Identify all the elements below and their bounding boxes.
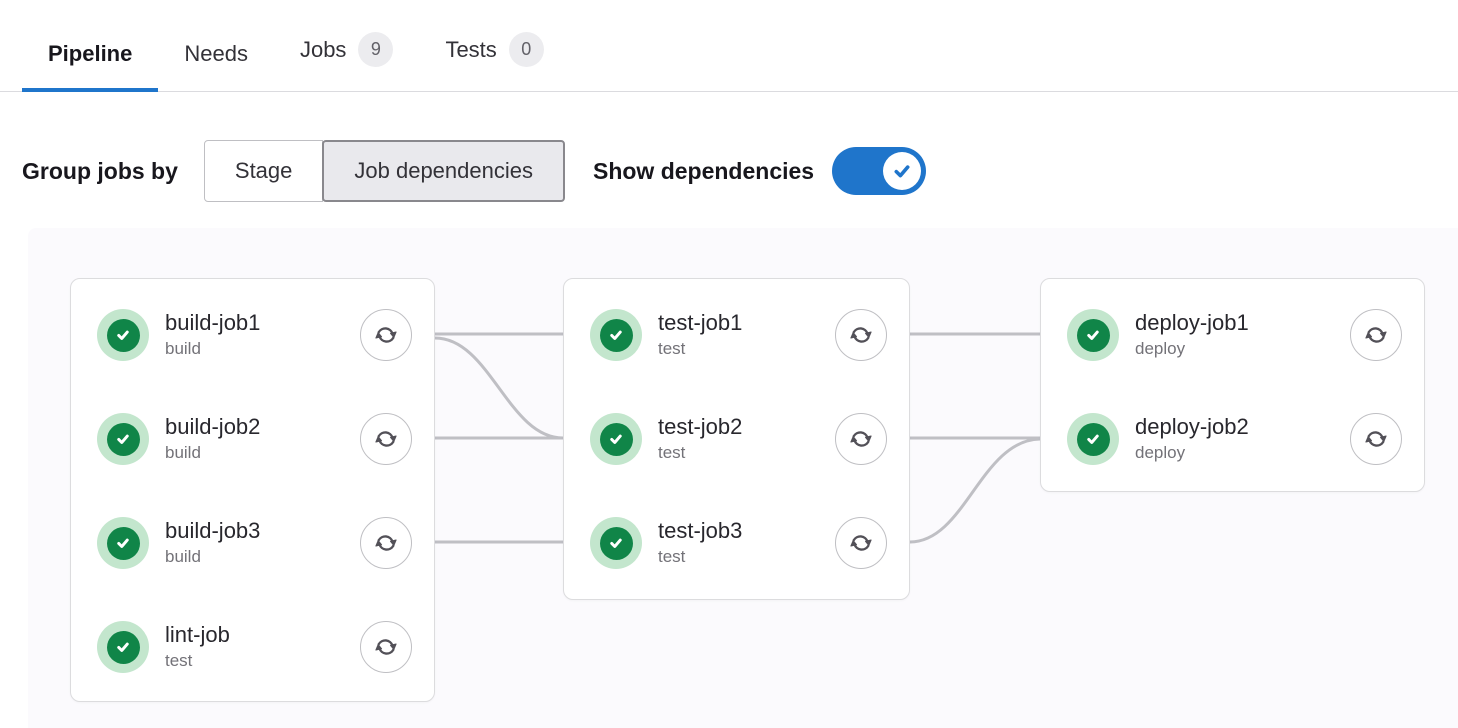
job-row-test-job3[interactable]: test-job3 test xyxy=(564,491,909,595)
status-success-icon xyxy=(97,413,149,465)
toggle-knob xyxy=(883,152,922,190)
job-stage: build xyxy=(165,547,201,566)
retry-job-button[interactable] xyxy=(360,621,412,673)
show-dependencies-label: Show dependencies xyxy=(592,157,815,184)
retry-icon xyxy=(371,320,401,350)
tests-count-badge: 0 xyxy=(508,32,544,67)
tab-jobs-label: Jobs xyxy=(299,36,347,62)
job-name: build-job3 xyxy=(165,518,261,543)
tab-pipeline-label: Pipeline xyxy=(48,41,133,66)
pipeline-tab-bar: Pipeline Needs Jobs 9 Tests 0 xyxy=(0,0,1458,92)
job-row-test-job1[interactable]: test-job1 test xyxy=(564,283,909,387)
retry-job-button[interactable] xyxy=(360,309,412,361)
job-name: deploy-job1 xyxy=(1135,310,1249,335)
edge-test-job3-deploy-job2 xyxy=(909,437,1041,544)
job-row-lint-job[interactable]: lint-job test xyxy=(71,595,434,699)
job-row-test-job2[interactable]: test-job2 test xyxy=(564,387,909,491)
group-jobs-by-label: Group jobs by xyxy=(22,157,178,184)
tab-tests[interactable]: Tests 0 xyxy=(419,32,569,91)
group-jobs-by-segmented-control: Stage Job dependencies xyxy=(203,140,565,202)
job-row-build-job3[interactable]: build-job3 build xyxy=(71,491,434,595)
job-name: build-job1 xyxy=(165,310,261,335)
job-name: test-job3 xyxy=(658,518,743,543)
group-by-job-dependencies-button[interactable]: Job dependencies xyxy=(322,140,565,202)
job-stage: test xyxy=(658,443,686,462)
retry-icon xyxy=(371,424,401,454)
job-name: deploy-job2 xyxy=(1135,414,1249,439)
job-row-build-job2[interactable]: build-job2 build xyxy=(71,387,434,491)
job-name: lint-job xyxy=(165,622,230,647)
status-success-icon xyxy=(97,517,149,569)
job-row-deploy-job2[interactable]: deploy-job2 deploy xyxy=(1041,387,1424,491)
job-group-card-build: build-job1 build build-job2 build build-… xyxy=(70,278,435,702)
job-stage: test xyxy=(658,547,686,566)
status-success-icon xyxy=(1067,309,1119,361)
status-success-icon xyxy=(1067,413,1119,465)
group-by-stage-button[interactable]: Stage xyxy=(203,140,324,202)
graph-controls: Group jobs by Stage Job dependencies Sho… xyxy=(22,140,927,202)
retry-job-button[interactable] xyxy=(360,413,412,465)
job-stage: build xyxy=(165,443,201,462)
job-stage: deploy xyxy=(1135,339,1186,358)
job-stage: test xyxy=(658,339,686,358)
retry-job-button[interactable] xyxy=(360,517,412,569)
retry-job-button[interactable] xyxy=(835,517,887,569)
show-dependencies-toggle[interactable] xyxy=(832,147,927,195)
retry-icon xyxy=(371,632,401,662)
job-name: test-job1 xyxy=(658,310,743,335)
job-name: build-job2 xyxy=(165,414,261,439)
tab-tests-label: Tests xyxy=(445,36,497,62)
job-group-card-test: test-job1 test test-job2 test test-job3 … xyxy=(563,278,910,600)
jobs-count-badge: 9 xyxy=(358,32,394,67)
job-group-card-deploy: deploy-job1 deploy deploy-job2 deploy xyxy=(1040,278,1425,492)
job-stage: deploy xyxy=(1135,443,1186,462)
job-row-deploy-job1[interactable]: deploy-job1 deploy xyxy=(1041,283,1424,387)
retry-icon xyxy=(1361,424,1391,454)
status-success-icon xyxy=(590,517,642,569)
tab-needs-label: Needs xyxy=(184,41,248,66)
status-success-icon xyxy=(590,413,642,465)
job-stage: test xyxy=(165,651,193,670)
retry-icon xyxy=(846,424,876,454)
retry-job-button[interactable] xyxy=(1350,309,1402,361)
status-success-icon xyxy=(97,309,149,361)
job-row-build-job1[interactable]: build-job1 build xyxy=(71,283,434,387)
tab-needs[interactable]: Needs xyxy=(158,41,274,91)
retry-icon xyxy=(1361,320,1391,350)
job-stage: build xyxy=(165,339,201,358)
retry-icon xyxy=(846,320,876,350)
tab-pipeline[interactable]: Pipeline xyxy=(22,41,159,92)
status-success-icon xyxy=(590,309,642,361)
status-success-icon xyxy=(97,621,149,673)
retry-icon xyxy=(371,528,401,558)
retry-icon xyxy=(846,528,876,558)
edge-build-job1-test-job2 xyxy=(434,336,564,440)
retry-job-button[interactable] xyxy=(1350,413,1402,465)
tab-jobs[interactable]: Jobs 9 xyxy=(274,32,419,91)
pipeline-graph: build-job1 build build-job2 build build-… xyxy=(28,228,1458,728)
job-name: test-job2 xyxy=(658,414,743,439)
toggle-check-icon xyxy=(890,159,914,183)
retry-job-button[interactable] xyxy=(835,413,887,465)
retry-job-button[interactable] xyxy=(835,309,887,361)
